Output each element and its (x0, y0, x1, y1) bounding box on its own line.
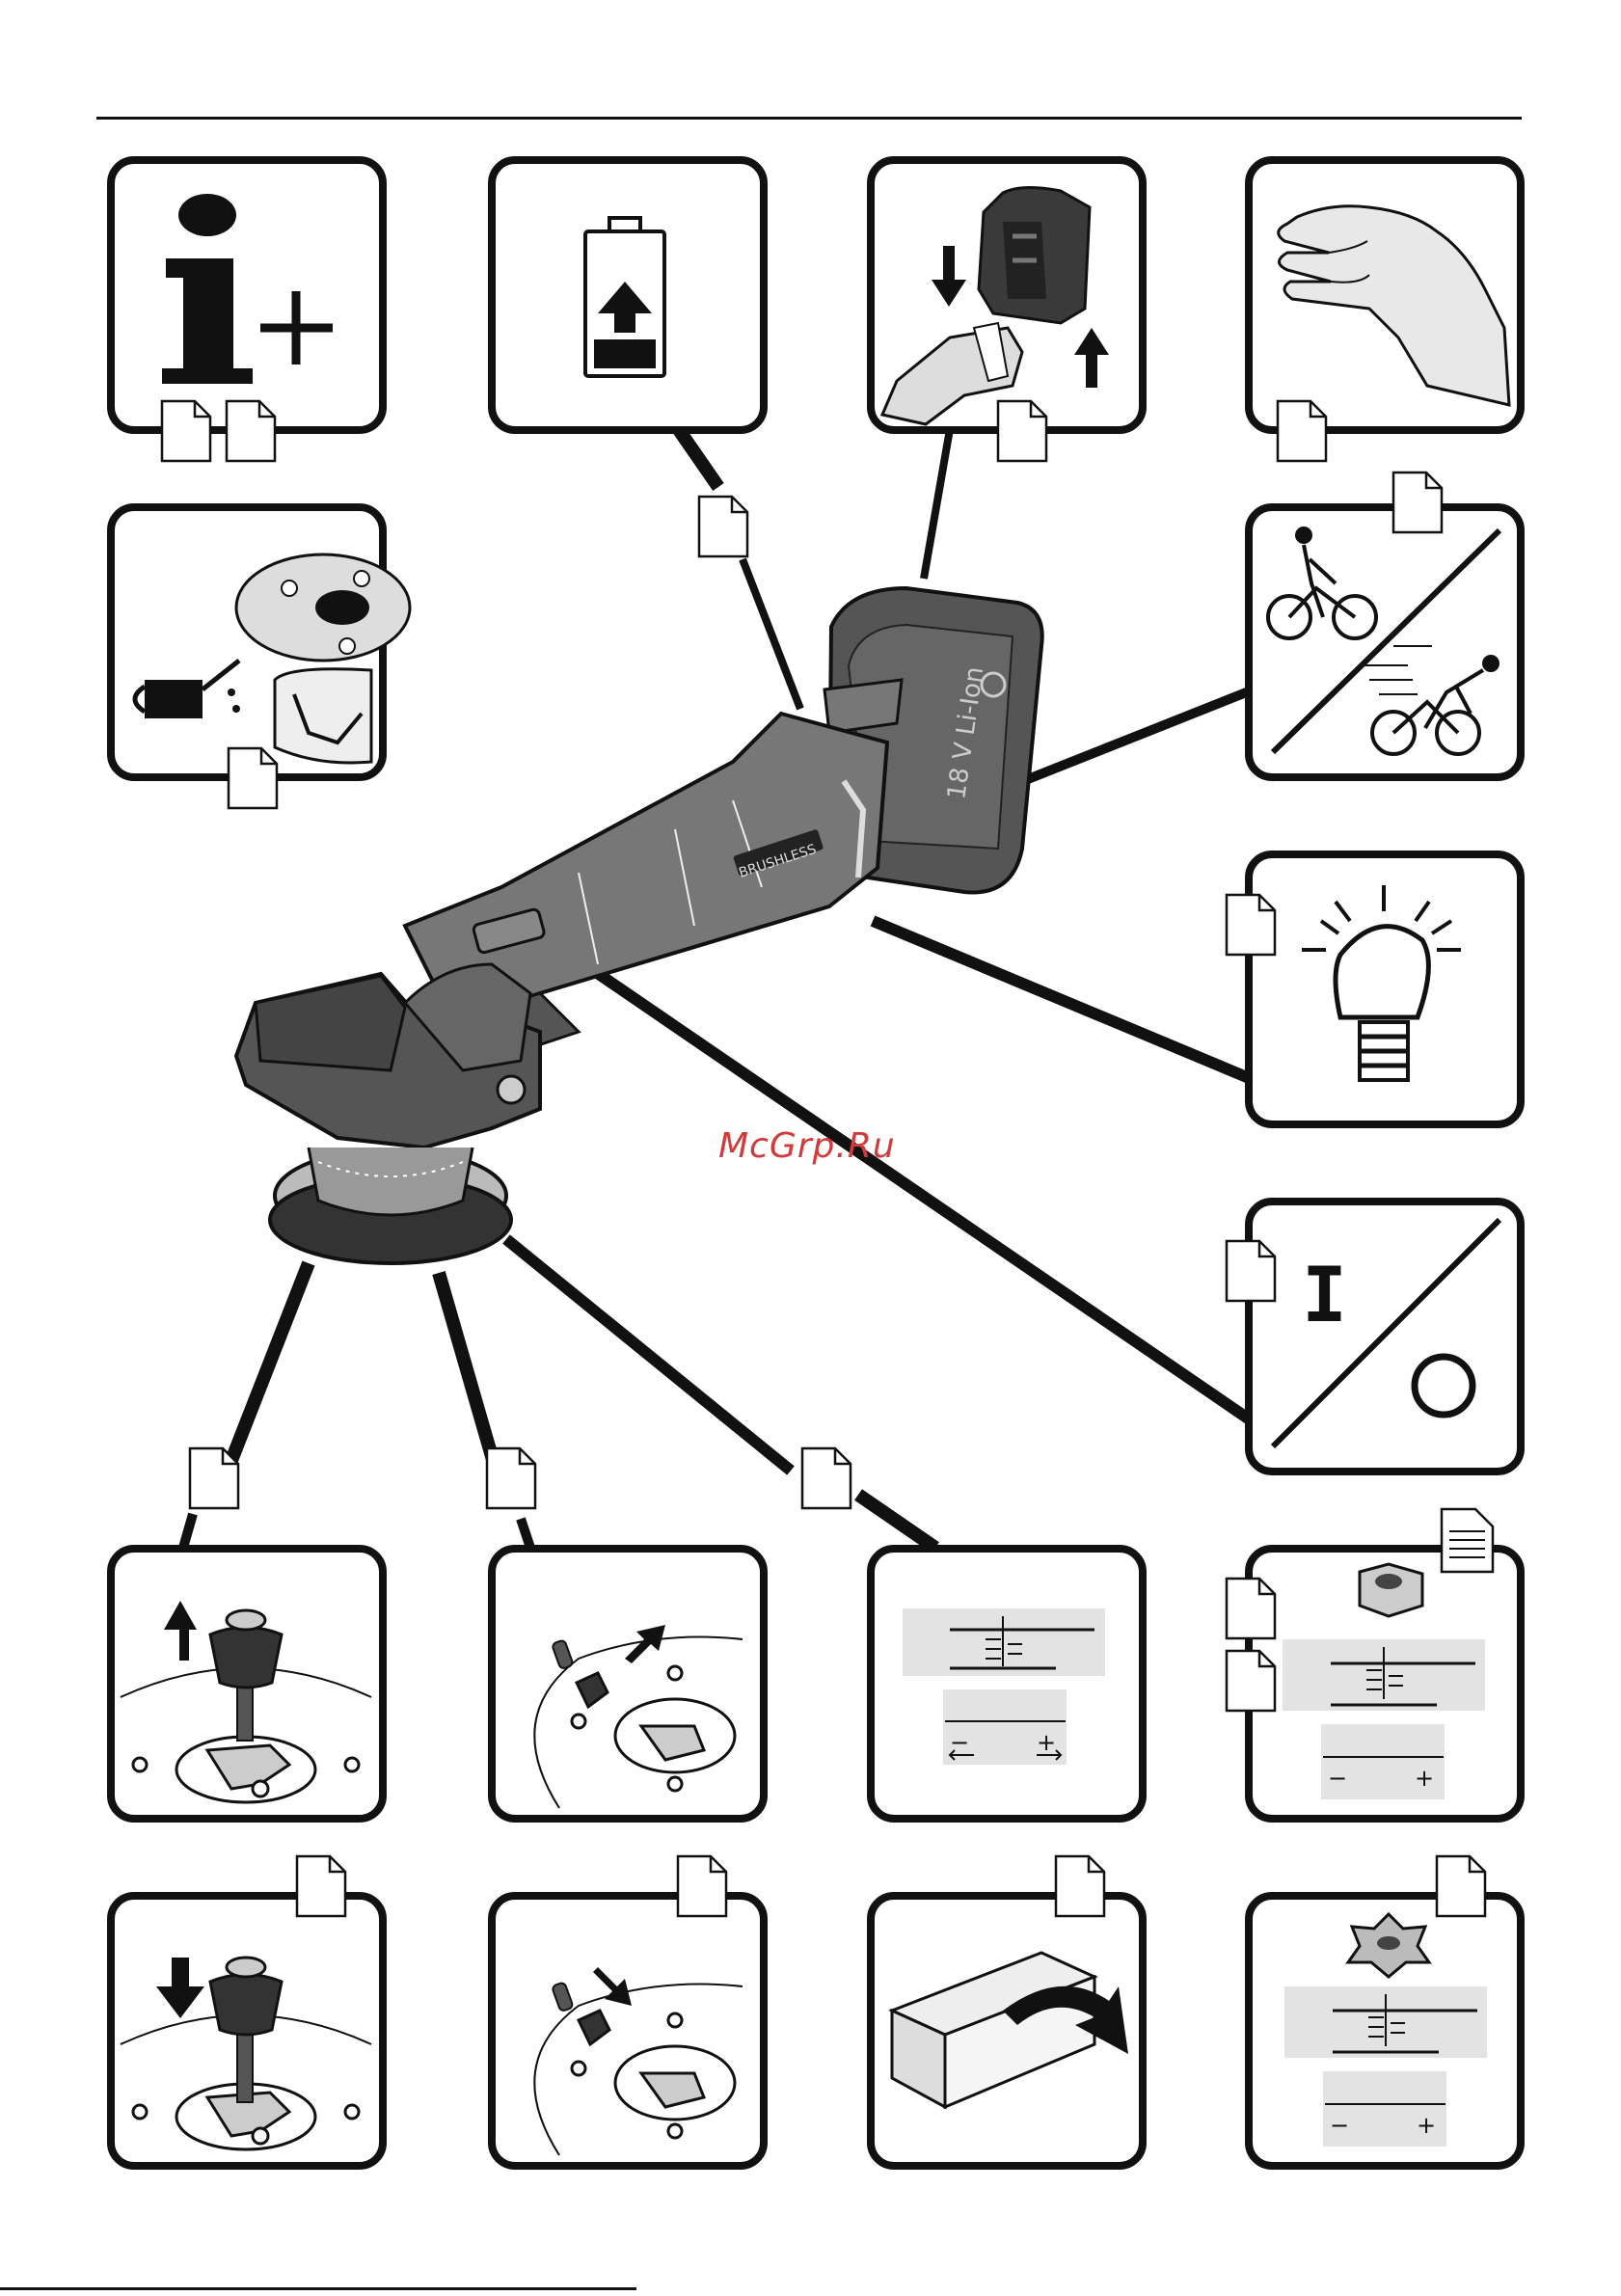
gauge-minus-label: − (1330, 2112, 1349, 2139)
panel-spindle-down (111, 1856, 383, 2166)
page-reference-icon (1278, 401, 1326, 461)
watermark: McGrp.Ru (718, 1126, 896, 1166)
panel-spindle-up (111, 1549, 383, 1819)
page-reference-icon (162, 401, 210, 461)
gauge-plus-label: + (1417, 2112, 1436, 2139)
panel-lubricate-pad (111, 507, 410, 808)
gauge-minus-label: − (1328, 1765, 1347, 1792)
page-reference-icon (802, 1448, 851, 1508)
page-reference-icon (1227, 1241, 1275, 1301)
page-reference-icon (1227, 1651, 1275, 1711)
panel-info-plus (111, 160, 383, 461)
panel-pad-turn (871, 1856, 1143, 2166)
panel-pad-insert (492, 1856, 764, 2166)
page-reference-icon (297, 1856, 345, 1916)
page-reference-icon (1227, 895, 1275, 955)
panel-speed (1249, 473, 1521, 777)
panel-nut-gauge: − + (1227, 1509, 1521, 1819)
panel-hand (1249, 160, 1521, 461)
page-reference-icon (1393, 473, 1442, 532)
switch-on-label: I (1302, 1253, 1347, 1339)
page-reference-icon (1227, 1579, 1275, 1638)
page-reference-icon (229, 748, 277, 808)
gauge-plus-label: + (1037, 1729, 1056, 1756)
panel-star-knob: − + (1249, 1856, 1521, 2166)
page-reference-icon (998, 401, 1046, 461)
page-reference-icon (678, 1856, 726, 1916)
panel-pad-remove (492, 1549, 764, 1819)
page-reference-icon (487, 1448, 535, 1508)
page-reference-icon (699, 497, 747, 556)
page-reference-icon (1437, 1856, 1485, 1916)
document-icon (1442, 1509, 1493, 1572)
gauge-plus-label: + (1415, 1765, 1434, 1792)
panel-stroke-gauge: − + (871, 1549, 1143, 1819)
panel-lamp (1227, 854, 1521, 1124)
page-reference-icon (190, 1448, 238, 1508)
page-reference-icon (1056, 1856, 1104, 1916)
panel-battery-charge (492, 160, 764, 430)
panel-battery-insert (871, 160, 1143, 461)
page-reference-icon (227, 401, 275, 461)
panel-on-off: I (1227, 1202, 1521, 1472)
